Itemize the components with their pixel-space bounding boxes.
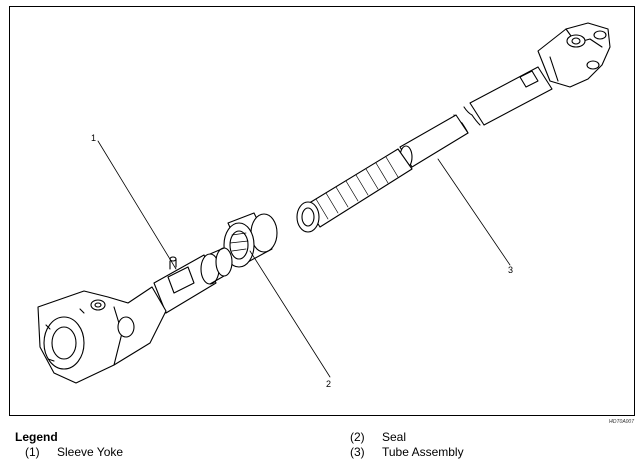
legend-item-number: (2) bbox=[350, 430, 365, 444]
callout-1: 1 bbox=[91, 133, 97, 143]
figure-code: I4DT0A007 bbox=[608, 419, 634, 425]
legend: Legend (1) Sleeve Yoke (2) Seal (3) Tube As… bbox=[15, 430, 625, 459]
tube-assembly bbox=[296, 22, 611, 233]
legend-item-sleeve-yoke: (1) Sleeve Yoke bbox=[15, 445, 123, 459]
legend-title: Legend bbox=[15, 430, 58, 444]
diagram-frame: 1 2 3 bbox=[9, 6, 635, 416]
legend-item-seal: (2) Seal bbox=[350, 430, 406, 444]
seal bbox=[223, 212, 278, 268]
legend-item-number: (1) bbox=[25, 445, 40, 459]
legend-item-label: Seal bbox=[382, 430, 407, 444]
callout-3: 3 bbox=[508, 265, 514, 275]
callout-2: 2 bbox=[326, 379, 332, 389]
legend-item-number: (3) bbox=[350, 445, 365, 459]
drive-shaft-illustration bbox=[37, 22, 611, 384]
legend-item-label: Sleeve Yoke bbox=[57, 445, 124, 459]
leader-lines bbox=[97, 140, 511, 378]
legend-item-label: Tube Assembly bbox=[382, 445, 464, 459]
legend-item-tube-assembly: (3) Tube Assembly bbox=[350, 445, 464, 459]
sleeve-yoke bbox=[37, 247, 233, 384]
